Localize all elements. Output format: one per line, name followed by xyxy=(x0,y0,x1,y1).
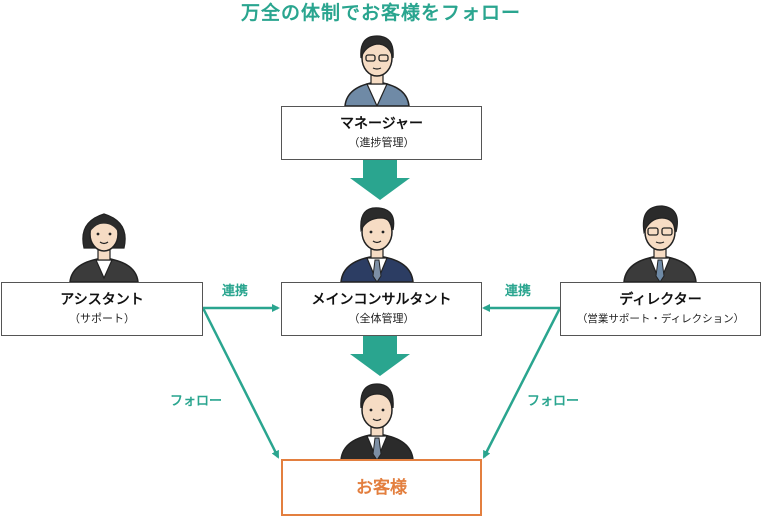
customer-person-icon xyxy=(340,383,414,460)
assistant-follow-arrow xyxy=(201,307,280,459)
director-follow-arrow xyxy=(482,307,562,459)
customer-box: お客様 xyxy=(281,459,482,516)
assistant-person-icon xyxy=(69,213,139,282)
manager-to-consultant-arrow xyxy=(350,160,410,200)
consultant-to-customer-arrow xyxy=(350,336,410,376)
assistant-name: アシスタント xyxy=(60,292,144,308)
director-link-label: 連携 xyxy=(505,284,532,299)
assistant-box: アシスタント （サポート） xyxy=(1,282,203,336)
assistant-link-label: 連携 xyxy=(222,284,249,299)
director-person-icon xyxy=(623,205,697,282)
director-follow-label: フォロー xyxy=(527,394,580,409)
consultant-box: メインコンサルタント （全体管理） xyxy=(281,282,482,336)
director-name: ディレクター xyxy=(619,292,702,308)
consultant-role: （全体管理） xyxy=(348,312,415,325)
manager-name: マネージャー xyxy=(339,116,424,132)
consultant-person-icon xyxy=(340,207,414,282)
diagram-title: 万全の体制でお客様をフォロー xyxy=(240,2,521,24)
customer-name: お客様 xyxy=(356,477,407,498)
manager-person-icon xyxy=(344,35,410,106)
assistant-role: （サポート） xyxy=(69,312,135,325)
consultant-name: メインコンサルタント xyxy=(311,292,452,308)
director-role: （営業サポート・ディレクション） xyxy=(576,313,745,325)
manager-box: マネージャー （進捗管理） xyxy=(281,106,482,160)
manager-role: （進捗管理） xyxy=(348,136,415,149)
director-box: ディレクター （営業サポート・ディレクション） xyxy=(560,282,761,336)
assistant-follow-label: フォロー xyxy=(170,394,223,409)
